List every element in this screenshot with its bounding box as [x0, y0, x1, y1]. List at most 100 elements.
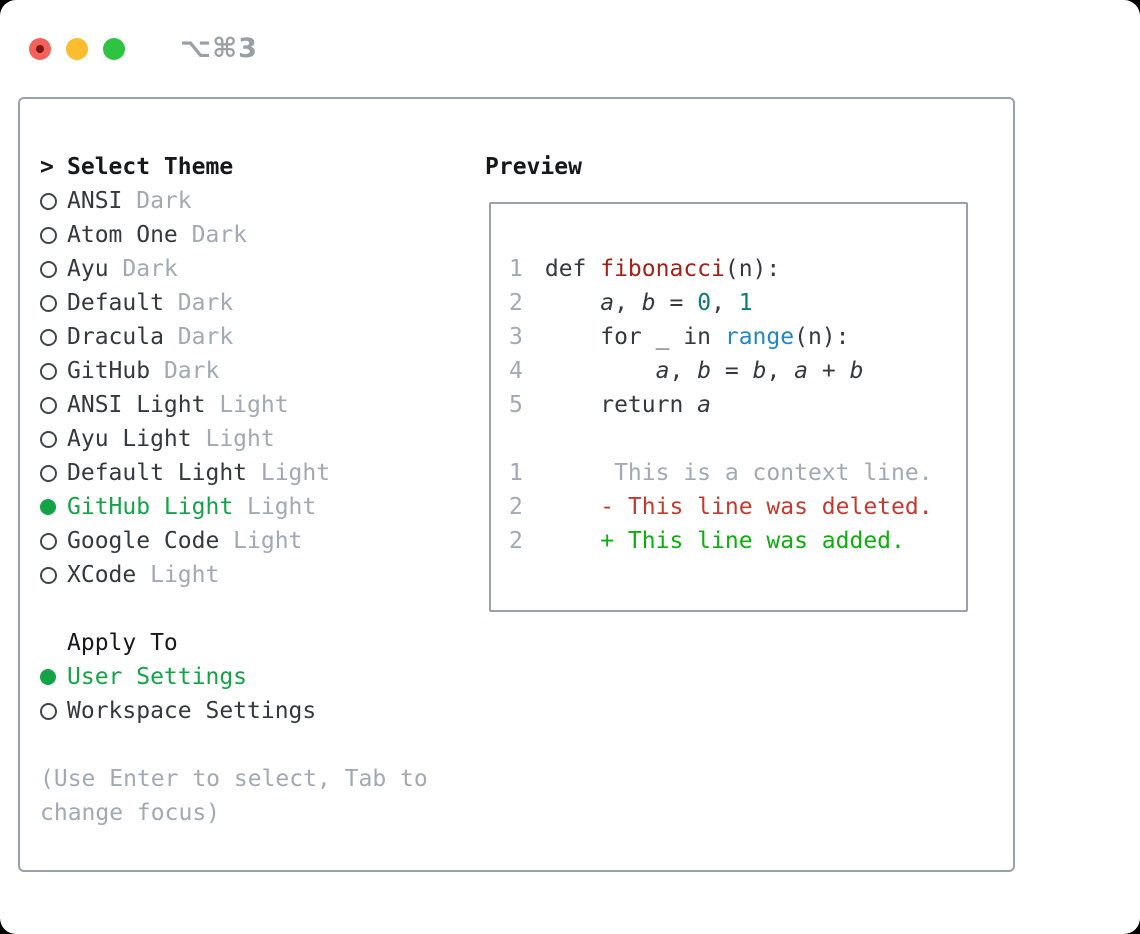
theme-option[interactable]: ANSI Light Light: [40, 388, 485, 422]
select-theme-header: > Select Theme: [40, 150, 485, 184]
theme-name: ANSI Light: [67, 392, 206, 418]
line-text: def fibonacci(n):: [544, 256, 781, 282]
theme-name: GitHub Light: [67, 494, 234, 520]
line-number: 2: [509, 494, 523, 520]
theme-name: XCode: [67, 562, 137, 588]
preview-line: 2 - This line was deleted.: [509, 490, 966, 524]
radio-icon: [40, 226, 57, 244]
apply-option[interactable]: Workspace Settings: [40, 694, 485, 728]
preview-box: 1 def fibonacci(n): 2 a, b = 0, 1 3 for …: [489, 202, 968, 612]
theme-option[interactable]: Ayu Light Light: [40, 422, 485, 456]
line-text: for _ in range(n):: [544, 324, 850, 350]
select-theme-label: Select Theme: [67, 154, 234, 180]
radio-icon: [40, 328, 57, 346]
preview-line: 1 def fibonacci(n):: [509, 252, 966, 286]
radio-icon: [40, 192, 57, 210]
line-number: 2: [509, 528, 523, 554]
apply-option[interactable]: User Settings: [40, 660, 485, 694]
theme-variant: Dark: [177, 290, 234, 316]
line-number: 5: [509, 392, 523, 418]
unsaved-dot-icon: [36, 44, 44, 53]
window-title: ⌥⌘3: [180, 33, 258, 64]
theme-variant: Light: [150, 562, 220, 588]
theme-option[interactable]: Dracula Dark: [40, 320, 485, 354]
minimize-button[interactable]: [66, 37, 88, 60]
theme-name: Google Code: [67, 528, 220, 554]
help-text: (Use Enter to select, Tab to change focu…: [40, 766, 428, 826]
theme-option[interactable]: GitHub Light Light: [40, 490, 485, 524]
radio-icon: [40, 669, 56, 685]
theme-name: Ayu: [67, 256, 109, 282]
radio-icon: [40, 260, 57, 278]
theme-variant: Light: [260, 460, 331, 486]
theme-variant: Dark: [177, 324, 234, 350]
theme-name: Default: [67, 290, 164, 316]
line-number: 1: [509, 460, 523, 486]
theme-name: Atom One: [67, 222, 178, 248]
line-number: 1: [509, 256, 523, 282]
line-number: 2: [509, 290, 523, 316]
maximize-button[interactable]: [103, 37, 125, 60]
line-number: [509, 422, 523, 456]
theme-option[interactable]: Google Code Light: [40, 524, 485, 558]
radio-icon: [40, 294, 57, 312]
apply-to-list: User Settings Workspace Settings: [40, 660, 485, 728]
radio-icon: [40, 396, 57, 414]
theme-variant: Dark: [163, 358, 220, 384]
theme-variant: Light: [233, 528, 303, 554]
preview-title: Preview: [485, 154, 582, 180]
preview-line: 4 a, b = b, a + b: [509, 354, 966, 388]
radio-icon: [40, 362, 57, 380]
line-text: a, b = 0, 1: [600, 290, 753, 316]
radio-icon: [40, 430, 57, 448]
theme-variant: Light: [247, 494, 317, 520]
theme-variant: Dark: [122, 256, 178, 282]
line-text: + This line was added.: [600, 528, 905, 554]
apply-to-header: Apply To: [40, 626, 485, 660]
theme-option[interactable]: Default Light Light: [40, 456, 485, 490]
spacer: [40, 592, 485, 626]
theme-variant: Light: [219, 392, 289, 418]
theme-option[interactable]: XCode Light: [40, 558, 485, 592]
focus-caret-icon: >: [40, 154, 54, 180]
preview-line: 1 This is a context line.: [509, 456, 966, 490]
radio-icon: [40, 499, 56, 515]
line-text: a, b = b, a + b: [655, 358, 864, 384]
radio-icon: [40, 464, 57, 482]
line-text: return a: [544, 392, 712, 418]
preview-line: 2 + This line was added.: [509, 524, 966, 558]
radio-icon: [40, 532, 57, 550]
radio-icon: [40, 566, 57, 584]
close-button[interactable]: [29, 37, 51, 60]
theme-name: Default Light: [67, 460, 248, 486]
radio-icon: [40, 702, 57, 720]
line-number: 4: [509, 358, 523, 384]
theme-variant: Dark: [191, 222, 248, 248]
theme-name: Ayu Light: [67, 426, 192, 452]
theme-name: GitHub: [67, 358, 151, 384]
preview-line: 3 for _ in range(n):: [509, 320, 966, 354]
theme-option[interactable]: Atom One Dark: [40, 218, 485, 252]
apply-option-name: Workspace Settings: [67, 698, 317, 724]
line-text: - This line was deleted.: [600, 494, 933, 520]
theme-variant: Dark: [136, 188, 192, 214]
line-text: This is a context line.: [544, 460, 933, 486]
apply-option-name: User Settings: [67, 664, 248, 690]
preview-line: [509, 422, 966, 456]
line-number: 3: [509, 324, 523, 350]
preview-line: 5 return a: [509, 388, 966, 422]
theme-variant: Light: [205, 426, 275, 452]
theme-option[interactable]: Ayu Dark: [40, 252, 485, 286]
preview-column: Preview 1 def fibonacci(n): 2 a, b = 0, …: [485, 150, 1013, 870]
apply-to-label: Apply To: [67, 630, 178, 656]
theme-name: Dracula: [67, 324, 164, 350]
theme-option[interactable]: GitHub Dark: [40, 354, 485, 388]
titlebar: ⌥⌘3: [0, 0, 1140, 97]
preview-line: 2 a, b = 0, 1: [509, 286, 966, 320]
theme-option[interactable]: Default Dark: [40, 286, 485, 320]
